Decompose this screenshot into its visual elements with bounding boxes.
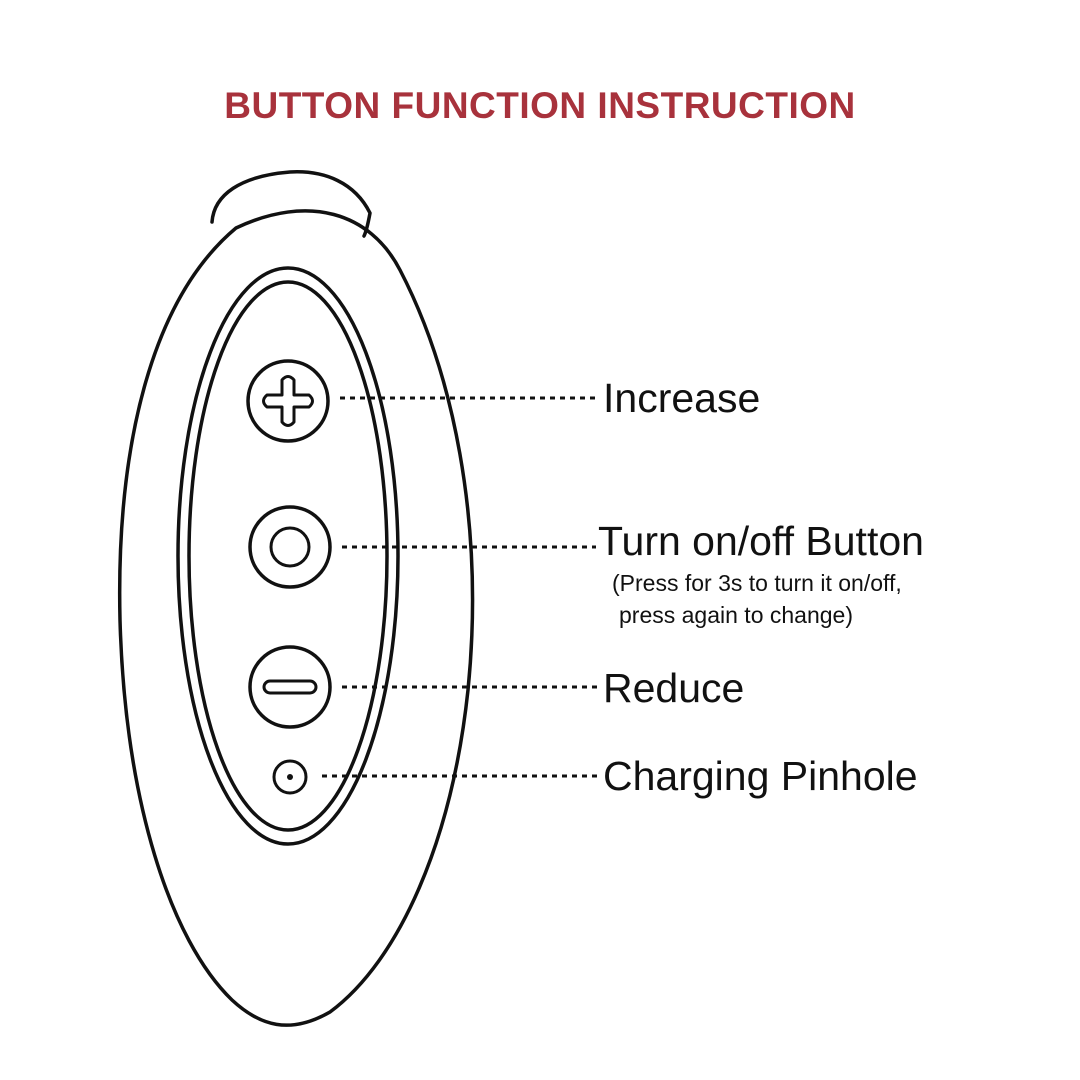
device-top-clip — [210, 170, 372, 238]
increase-button-ring — [246, 359, 330, 443]
reduce-button-ring — [248, 645, 332, 729]
diagram-title: BUTTON FUNCTION INSTRUCTION — [224, 85, 856, 126]
label-power-note-1: (Press for 3s to turn it on/off, — [612, 570, 902, 596]
label-power: Turn on/off Button — [598, 518, 924, 564]
power-ring-icon — [269, 526, 311, 568]
power-button-ring — [248, 505, 332, 589]
label-power-note-2: press again to change) — [619, 602, 853, 628]
label-reduce: Reduce — [603, 665, 745, 711]
button-panel-inner-oval — [187, 280, 389, 832]
charging-pinhole — [272, 759, 308, 795]
minus-icon — [262, 679, 318, 695]
increase-button[interactable] — [246, 359, 330, 443]
pinhole-ring — [272, 759, 308, 795]
plus-icon — [262, 375, 314, 427]
device-outer-body — [117, 209, 475, 1027]
label-increase: Increase — [603, 375, 761, 421]
pinhole-icon — [287, 774, 293, 780]
reduce-button[interactable] — [248, 645, 332, 729]
button-panel-outer-oval — [176, 266, 400, 846]
power-button[interactable] — [248, 505, 332, 589]
label-charging: Charging Pinhole — [603, 753, 918, 799]
